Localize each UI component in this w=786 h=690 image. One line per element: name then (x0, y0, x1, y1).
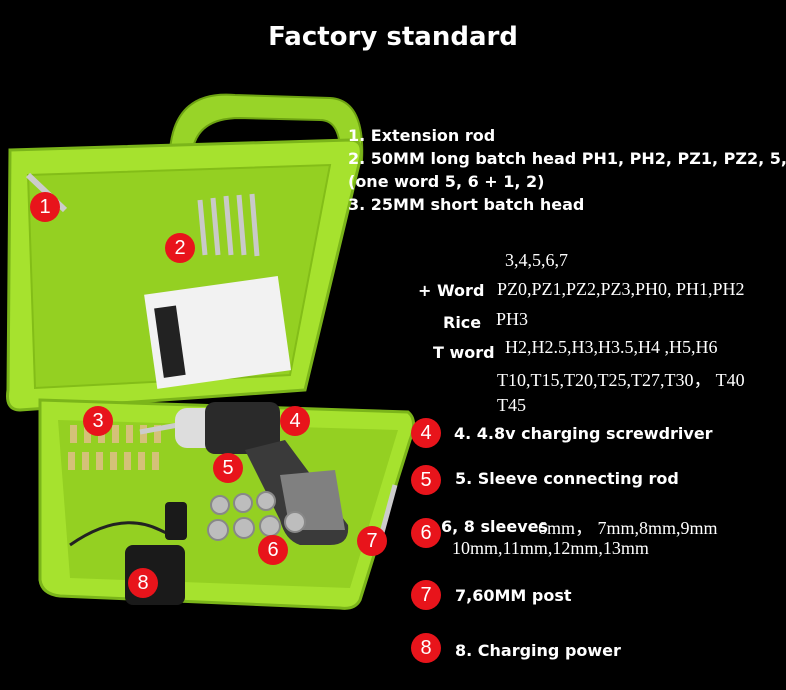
top-list-item-1: 1. Extension rod (348, 126, 496, 145)
top-list-item-3: (one word 5, 6 + 1, 2) (348, 172, 545, 191)
legend-badge-4: 4 (411, 418, 441, 448)
plus-word-label: + Word (418, 281, 485, 300)
legend-item-8: 8. Charging power (455, 641, 621, 660)
legend-item-6: 6, 8 sleeves (441, 517, 548, 536)
legend-item-5: 5. Sleeve connecting rod (455, 469, 679, 488)
top-list-item-2: 2. 50MM long batch head PH1, PH2, PZ1, P… (348, 149, 786, 168)
legend-badge-8: 8 (411, 633, 441, 663)
plus-word-value: PZ0,PZ1,PZ2,PZ3,PH0, PH1,PH2 (497, 279, 745, 299)
photo-badge-4: 4 (280, 406, 310, 436)
manual (144, 275, 292, 389)
legend-item-4: 4. 4.8v charging screwdriver (454, 424, 713, 443)
page-title: Factory standard (268, 22, 518, 52)
photo-badge-3: 3 (83, 406, 113, 436)
t-word-line1: H2,H2.5,H3,H3.5,H4 ,H5,H6 (505, 337, 718, 357)
photo-badge-8: 8 (128, 568, 158, 598)
t-word-line2: T10,T15,T20,T25,T27,T30， T40 (497, 370, 745, 390)
rice-value: PH3 (496, 309, 529, 329)
sockets (207, 491, 306, 541)
t-word-line3: T45 (497, 395, 526, 415)
screwdriver (139, 402, 349, 545)
top-list-item-4: 3. 25MM short batch head (348, 195, 585, 214)
photo-badge-6: 6 (258, 535, 288, 565)
long-bits (197, 193, 260, 257)
photo-badge-7: 7 (357, 526, 387, 556)
legend-item-6-sizes-1: 6mm， 7mm,8mm,9mm (538, 518, 718, 538)
rice-label: Rice (443, 313, 482, 332)
legend-badge-5: 5 (411, 465, 441, 495)
t-word-label: T word (433, 343, 495, 362)
legend-item-7: 7,60MM post (455, 586, 572, 605)
legend-item-6-sizes-2: 10mm,11mm,12mm,13mm (452, 538, 649, 558)
specs-line0: 3,4,5,6,7 (505, 250, 568, 270)
photo-badge-2: 2 (165, 233, 195, 263)
photo-badge-1: 1 (30, 192, 60, 222)
photo-badge-5: 5 (213, 453, 243, 483)
legend-badge-6: 6 (411, 518, 441, 548)
legend-badge-7: 7 (411, 580, 441, 610)
